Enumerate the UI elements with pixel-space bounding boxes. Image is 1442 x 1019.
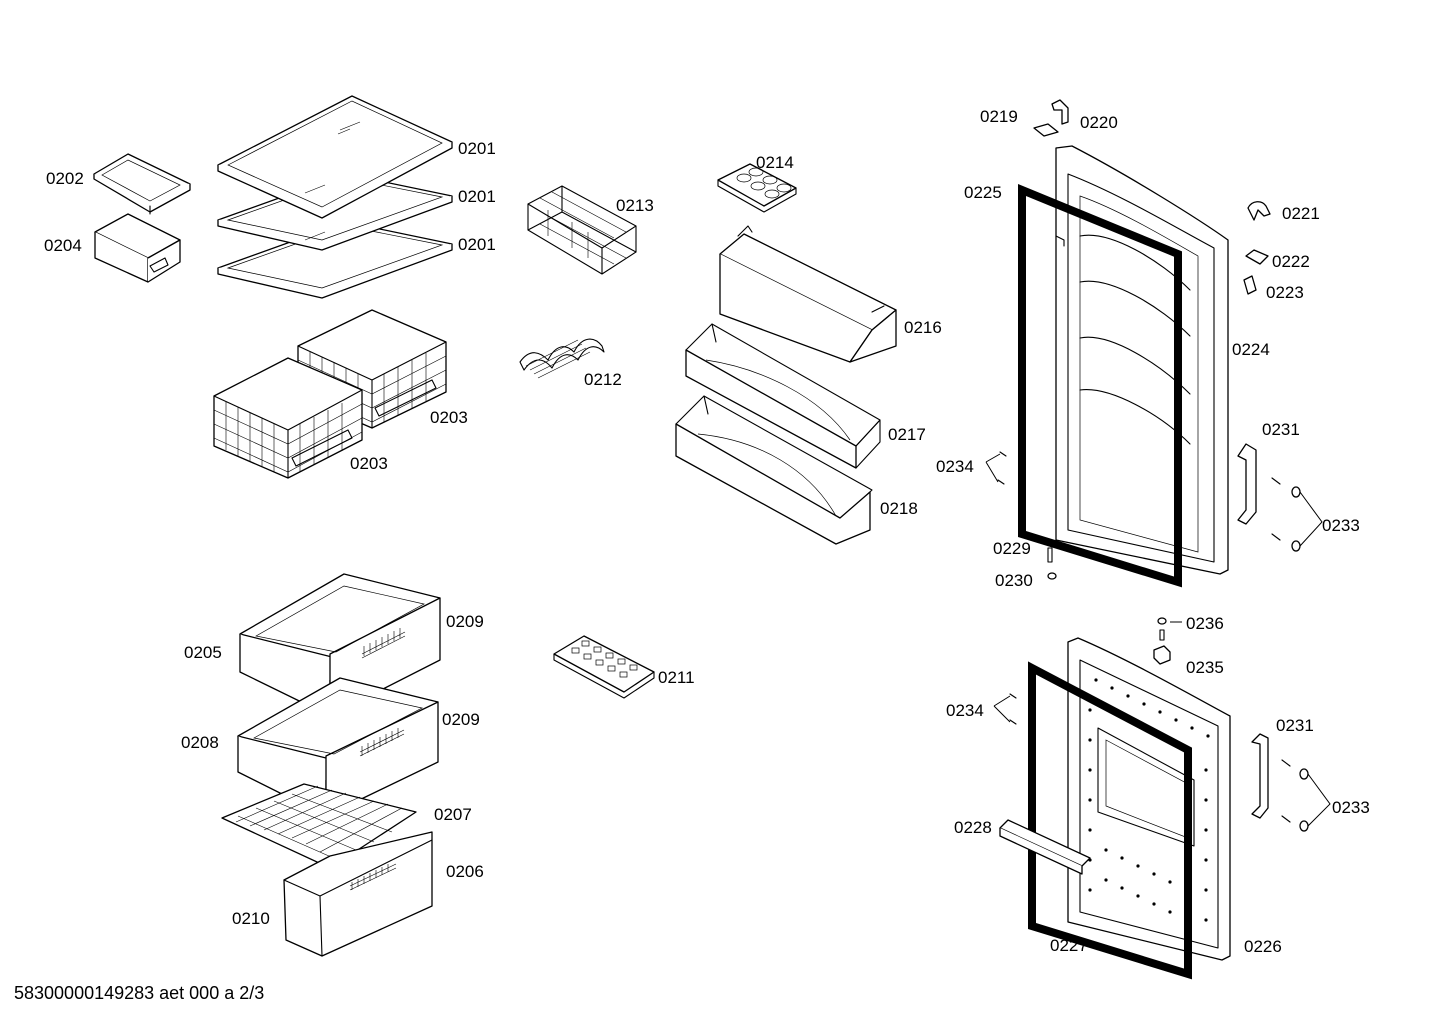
label-0229: 0229	[993, 539, 1031, 558]
label-0216: 0216	[904, 318, 942, 337]
label-0204: 0204	[44, 236, 82, 255]
box-0204	[94, 213, 181, 283]
drawing-reference-footer: 58300000149283 aet 000 a 2/3	[14, 983, 264, 1003]
label-0228: 0228	[954, 818, 992, 837]
wire-basket-0203-front	[213, 357, 363, 479]
label-0210: 0210	[232, 909, 270, 928]
screws-upper	[985, 451, 1323, 552]
door-gasket-0225	[1018, 184, 1182, 588]
fridge-door-0224	[1055, 145, 1229, 575]
label-0224: 0224	[1232, 340, 1270, 359]
crisper-drawer-0205	[239, 573, 441, 717]
label-0201b: 0201	[458, 187, 496, 206]
wire-rack-0213	[527, 185, 637, 275]
wire-shelf-0207	[221, 783, 417, 869]
hinge-parts-upper	[1033, 99, 1271, 580]
label-0234b: 0234	[946, 701, 984, 720]
door-dots	[1088, 678, 1210, 922]
label-0236: 0236	[1186, 614, 1224, 633]
label-0205: 0205	[184, 643, 222, 662]
label-0221: 0221	[1282, 204, 1320, 223]
label-0206: 0206	[446, 862, 484, 881]
label-0235: 0235	[1186, 658, 1224, 677]
label-0201c: 0201	[458, 235, 496, 254]
label-0213: 0213	[616, 196, 654, 215]
label-0218: 0218	[880, 499, 918, 518]
label-0209a: 0209	[446, 612, 484, 631]
shelf-frame-0202	[93, 153, 191, 215]
hinge-parts-lower	[1153, 617, 1182, 665]
label-0233b: 0233	[1332, 798, 1370, 817]
label-0231b: 0231	[1276, 716, 1314, 735]
label-0209b: 0209	[442, 710, 480, 729]
label-0233a: 0233	[1322, 516, 1360, 535]
egg-tray-0212	[519, 338, 605, 379]
label-0225: 0225	[964, 183, 1002, 202]
label-0220: 0220	[1080, 113, 1118, 132]
door-shelf-0216	[719, 225, 897, 363]
label-0203b: 0203	[350, 454, 388, 473]
label-0203a: 0203	[430, 408, 468, 427]
label-0223: 0223	[1266, 283, 1304, 302]
part-labels: 0201 0201 0201 0202 0204 0203 0203 0213 …	[44, 107, 1370, 956]
label-0231a: 0231	[1262, 420, 1300, 439]
label-0230: 0230	[995, 571, 1033, 590]
label-0211: 0211	[658, 668, 695, 687]
screws-lower	[993, 693, 1331, 832]
door-handle-0231-upper	[1237, 443, 1257, 525]
label-0222: 0222	[1272, 252, 1310, 271]
glass-shelves-0201	[217, 95, 453, 299]
label-0214: 0214	[756, 153, 794, 172]
label-0226: 0226	[1244, 937, 1282, 956]
door-handle-0231-lower	[1251, 733, 1269, 819]
label-0208: 0208	[181, 733, 219, 752]
label-0201a: 0201	[458, 139, 496, 158]
handle-strip-0228	[999, 819, 1091, 875]
label-0202: 0202	[46, 169, 84, 188]
freezer-door-0226	[1067, 637, 1231, 961]
label-0217: 0217	[888, 425, 926, 444]
label-0227: 0227	[1050, 936, 1088, 955]
door-shelf-0217	[685, 323, 881, 469]
label-0207: 0207	[434, 805, 472, 824]
freezer-drawer-0210	[283, 831, 433, 957]
label-0234a: 0234	[936, 457, 974, 476]
door-shelf-0218	[675, 395, 873, 545]
egg-tray-0214	[717, 163, 797, 213]
ice-tray-0211	[553, 635, 655, 699]
label-0212: 0212	[584, 370, 622, 389]
label-0219: 0219	[980, 107, 1018, 126]
